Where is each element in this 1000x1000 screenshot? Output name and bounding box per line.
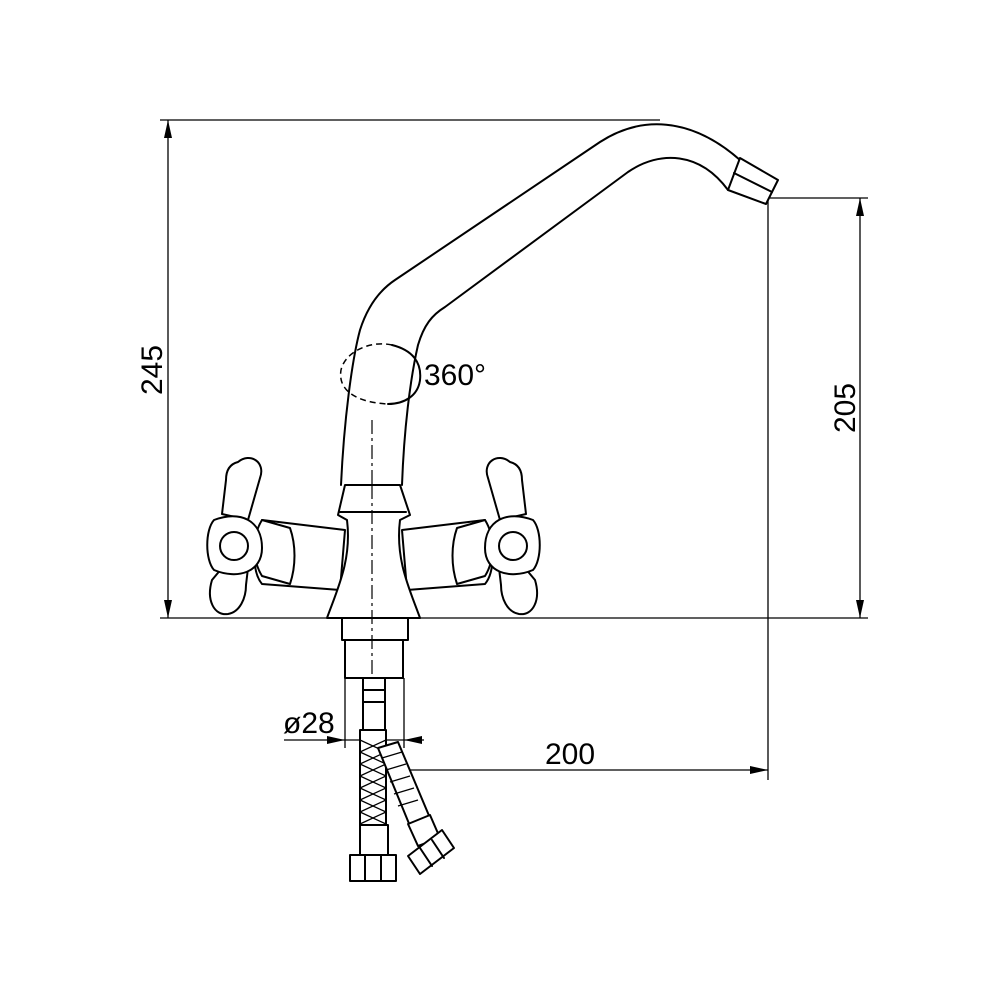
- left-valve-handle: [206, 457, 346, 616]
- flexible-hose-right: [377, 741, 455, 875]
- rotation-indicator: 360°: [339, 343, 486, 405]
- dimension-200: 200: [376, 738, 768, 774]
- spout-aerator: [727, 157, 779, 205]
- dimension-205: 205: [829, 198, 864, 618]
- rotation-label: 360°: [424, 359, 486, 392]
- dimension-label-245: 245: [136, 345, 169, 395]
- dimension-label-205: 205: [829, 383, 862, 433]
- dimension-245: 245: [136, 120, 172, 618]
- dimension-diameter-28: ø28: [283, 678, 424, 748]
- faucet-body: [326, 484, 421, 690]
- spout: [340, 123, 741, 500]
- mounting-stud: [362, 677, 386, 731]
- dimension-label-diameter-28: ø28: [283, 707, 335, 740]
- flexible-hose-left: [349, 729, 397, 882]
- dimension-label-200: 200: [545, 738, 595, 771]
- right-valve-handle: [401, 457, 541, 616]
